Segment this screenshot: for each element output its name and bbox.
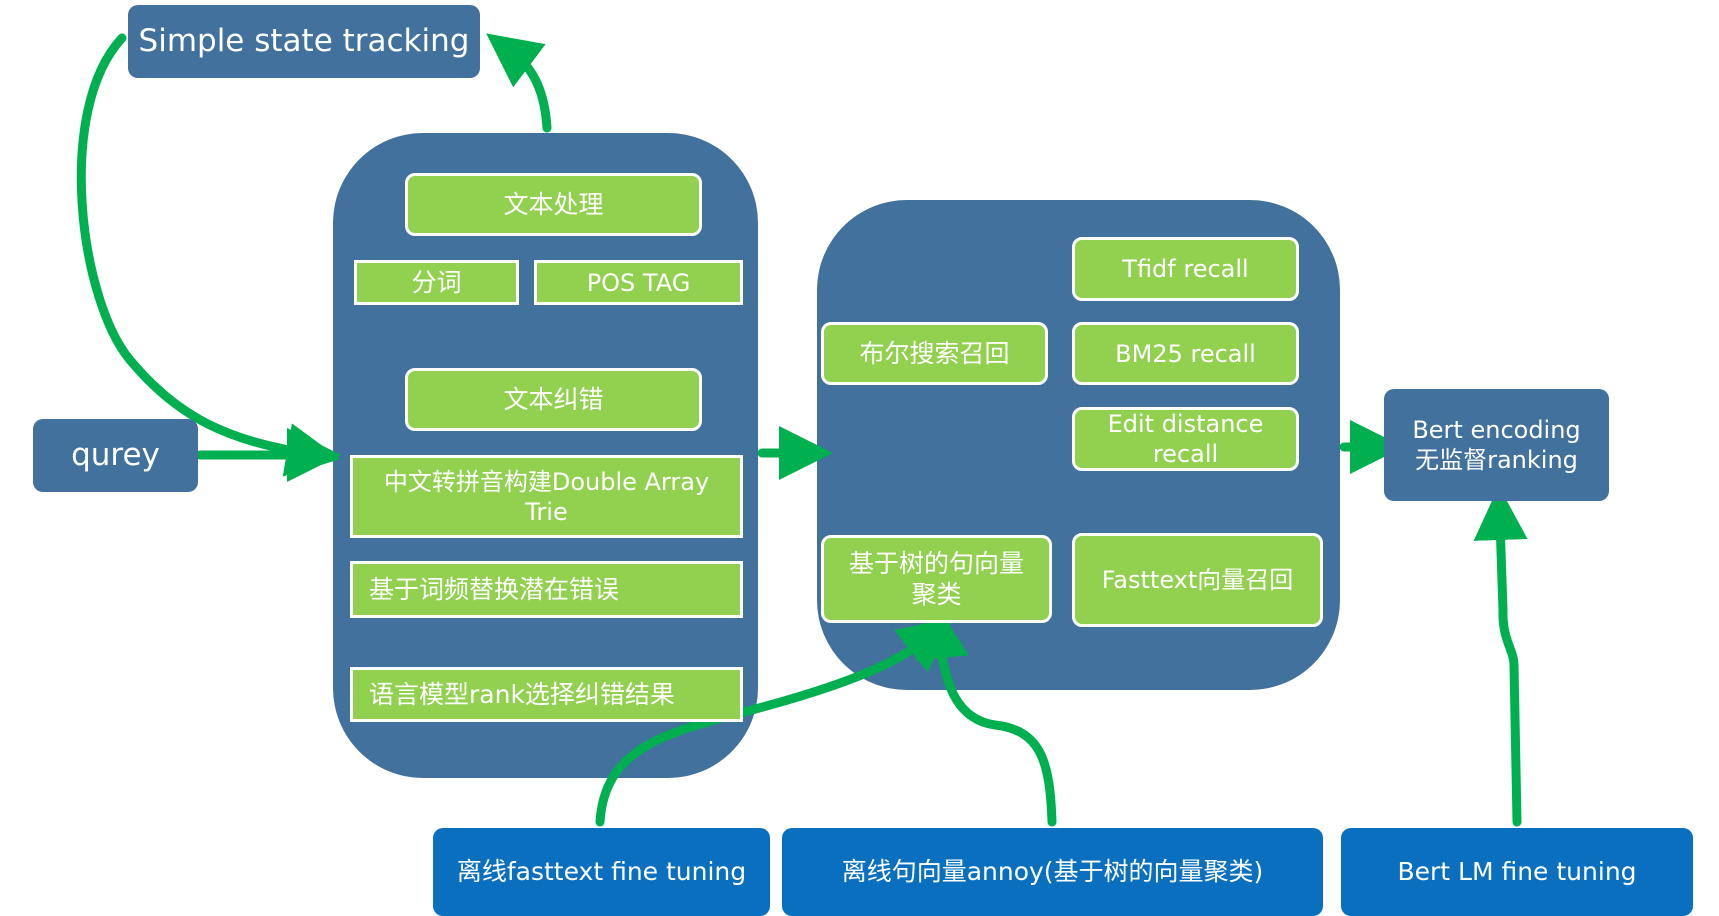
arrow-fasttext-to-cluster	[595, 617, 954, 827]
offline-fasttext-node: 离线fasttext fine tuning	[433, 828, 770, 916]
arrow-bertlm-to-bert	[1473, 486, 1528, 827]
simple-state-tracking-node: Simple state tracking	[128, 5, 480, 78]
pinyin-trie-node: 中文转拼音构建Double Array Trie	[350, 455, 743, 538]
fasttext-vector-recall-node: Fasttext向量召回	[1072, 533, 1323, 627]
arrow-tracking-to-qurey	[76, 33, 341, 477]
qurey-node: qurey	[33, 419, 198, 492]
edit-distance-recall-node: Edit distance recall	[1072, 407, 1299, 471]
text-processing-node: 文本处理	[405, 173, 702, 236]
tfidf-recall-node: Tfidf recall	[1072, 237, 1299, 301]
lm-rank-node: 语言模型rank选择纠错结果	[350, 667, 743, 722]
boolean-search-recall-node: 布尔搜索召回	[821, 322, 1048, 385]
segmentation-node: 分词	[354, 260, 519, 305]
offline-annoy-node: 离线句向量annoy(基于树的向量聚类)	[782, 828, 1323, 916]
arrow-annoy-to-cluster	[914, 604, 1057, 827]
bert-lm-fine-tuning-node: Bert LM fine tuning	[1341, 828, 1693, 916]
pos-tag-node: POS TAG	[534, 260, 743, 305]
bm25-recall-node: BM25 recall	[1072, 322, 1299, 385]
text-correction-node: 文本纠错	[405, 368, 702, 431]
tree-vector-cluster-node: 基于树的句向量聚类	[821, 535, 1052, 623]
frequency-replace-node: 基于词频替换潜在错误	[350, 561, 743, 618]
arrow-panel-to-tracking	[486, 33, 552, 133]
bert-encoding-node: Bert encoding 无监督ranking	[1384, 389, 1609, 501]
